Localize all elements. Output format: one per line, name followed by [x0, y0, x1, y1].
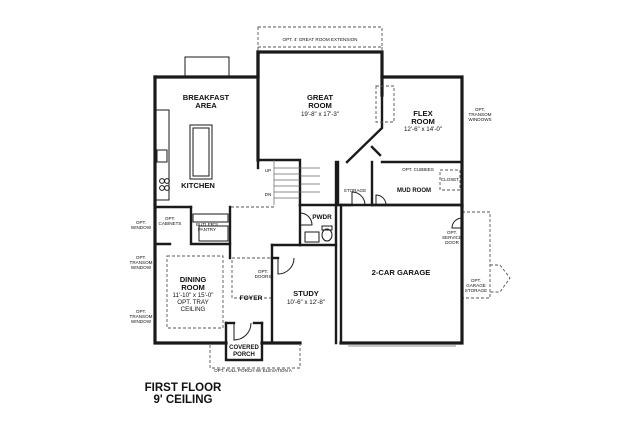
foyer-label: FOYER — [240, 295, 263, 302]
transom-left-a1: OPT. — [136, 255, 146, 260]
transom-left-b3: WINDOW — [131, 319, 152, 324]
transom-right-2: TRANSOM — [469, 112, 492, 117]
stair-up-label: UP — [265, 168, 271, 173]
title-line-2: 9' CEILING — [154, 394, 213, 406]
room-labels: BREAKFAST AREA GREAT ROOM 19'-8" x 17'-3… — [172, 93, 442, 358]
cubbies-note: OPT. CUBBIES — [402, 167, 434, 172]
transom-left-b1: OPT. — [136, 309, 146, 314]
garage-label: 2-CAR GARAGE — [372, 268, 431, 277]
covered-porch-label-1: COVERED — [229, 345, 259, 351]
great-room-label-2: ROOM — [308, 101, 332, 110]
service-door-2: SERVICE — [442, 235, 462, 240]
service-door-1: OPT. — [447, 230, 457, 235]
transom-left-a3: WINDOW — [131, 265, 152, 270]
closet-note: CLOSET — [441, 177, 460, 182]
window-left-1: OPT. — [136, 220, 146, 225]
stair-dn-label: DN — [265, 192, 272, 197]
flex-room-label-2: ROOM — [411, 117, 435, 126]
transom-left-b2: TRANSOM — [130, 314, 153, 319]
cabinets-note-2: CABINETS — [159, 221, 182, 226]
storage-label: STORAGE — [344, 188, 366, 193]
dining-room-note-1: OPT. TRAY — [177, 299, 208, 306]
garage-storage-2: GARAGE — [466, 283, 486, 288]
breakfast-label-2: AREA — [195, 101, 217, 110]
great-room-extension-note: OPT. 4' GREAT ROOM EXTENSION — [283, 37, 358, 42]
flex-room-label-1: FLEX — [413, 109, 432, 118]
flex-room-dim: 12'-6" x 14'-0" — [404, 126, 442, 133]
transom-right-3: WINDOWS — [468, 117, 491, 122]
cabinets-note-1: OPT. — [165, 216, 175, 221]
interior-walls — [153, 93, 464, 362]
study-label: STUDY — [293, 289, 319, 298]
butlers-pantry-1: BUTLER'S — [196, 222, 218, 227]
doors-note-2: DOORS — [255, 274, 272, 279]
dining-room-label-1: DINING — [180, 275, 207, 284]
plan-title: FIRST FLOOR 9' CEILING — [145, 382, 222, 406]
staircase — [273, 160, 320, 205]
dining-room-note-2: CEILING — [181, 306, 206, 313]
covered-porch-label-2: PORCH — [233, 352, 255, 358]
kitchen-label: KITCHEN — [181, 181, 215, 190]
doors-note-1: OPT. — [258, 269, 268, 274]
pwdr-label: PWDR — [312, 214, 332, 221]
transom-left-a2: TRANSOM — [130, 260, 153, 265]
study-dim: 10'-6" x 12'-8" — [287, 299, 325, 306]
great-room-label-1: GREAT — [307, 93, 333, 102]
dining-room-dim: 11'-10" x 15'-0" — [172, 292, 213, 299]
garage-storage-1: OPT. — [471, 278, 481, 283]
fixtures — [154, 56, 463, 347]
option-notes: OPT. 4' GREAT ROOM EXTENSION OPT. TRANSO… — [130, 37, 492, 373]
breakfast-label-1: BREAKFAST — [183, 93, 230, 102]
mud-room-label: MUD ROOM — [397, 188, 431, 194]
title-line-1: FIRST FLOOR — [145, 382, 222, 394]
full-porch-note: OPT. FULL PORCH W/ ELEVATION A — [214, 368, 293, 373]
great-room-dim: 19'-8" x 17'-3" — [301, 111, 339, 118]
transom-right-1: OPT. — [475, 107, 485, 112]
garage-storage-3: STORAGE — [465, 288, 487, 293]
dining-room-label-2: ROOM — [181, 283, 205, 292]
window-left-2: WINDOW — [131, 225, 152, 230]
service-door-3: DOOR — [445, 240, 459, 245]
butlers-pantry-2: PANTRY — [198, 227, 216, 232]
